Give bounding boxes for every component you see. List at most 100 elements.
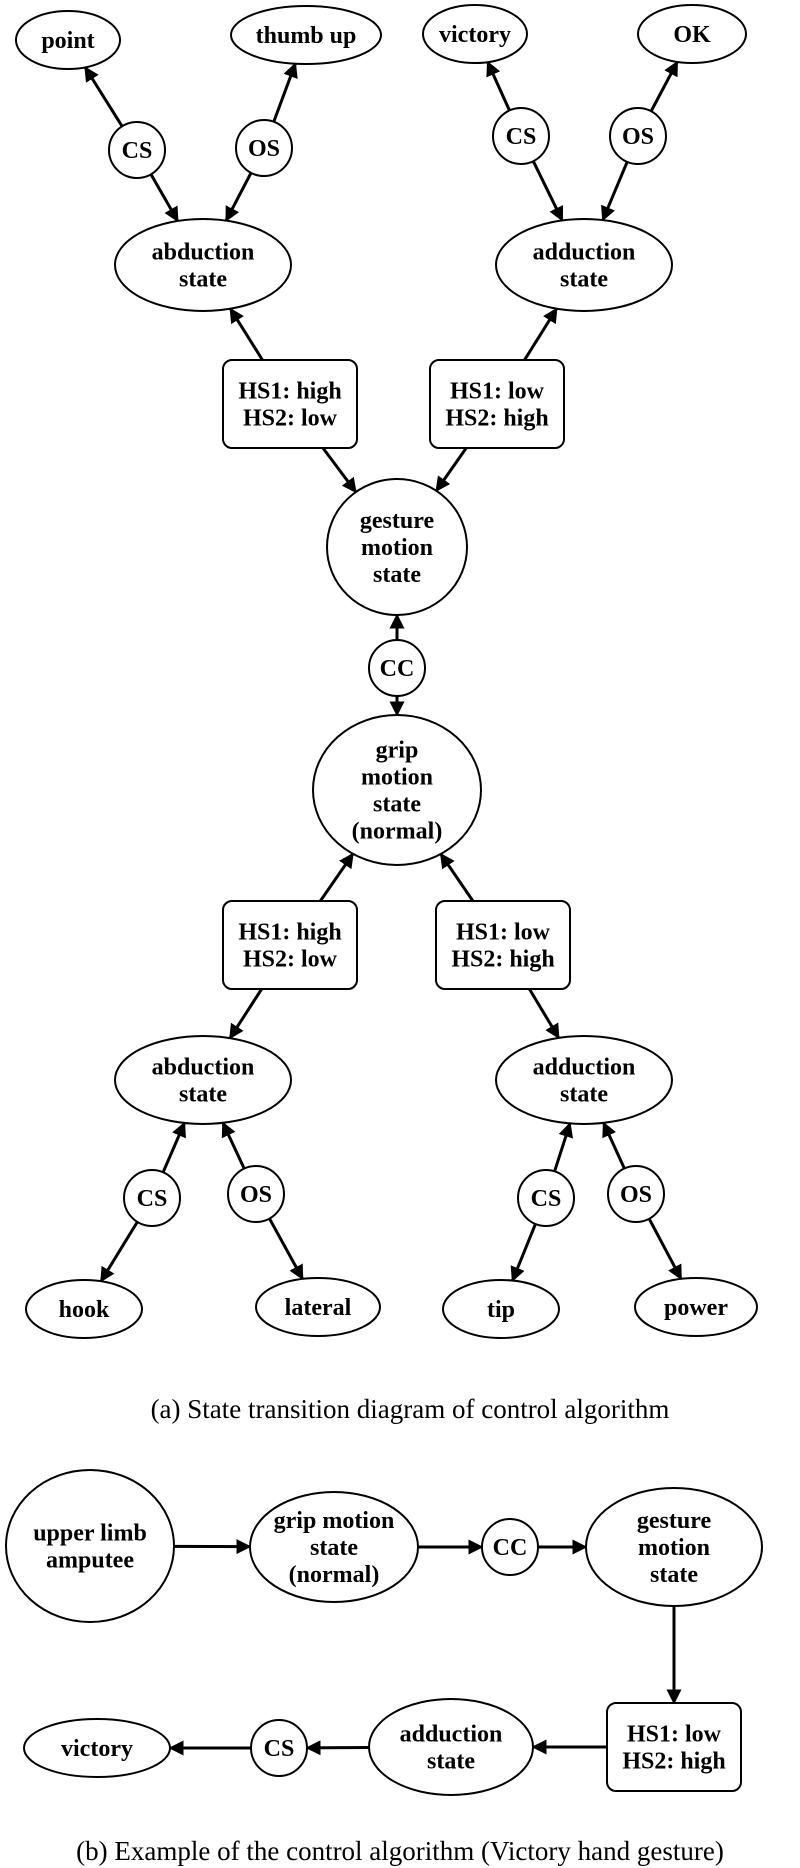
node-grip-motion-state-shape [249,1491,419,1603]
node-condition-label: HS2: high [445,406,548,432]
node-cs: CS [123,1169,181,1227]
node-victory-shape [422,4,528,64]
node-condition-shape [435,900,571,990]
node-grip-motion-state-label: (normal) [352,819,443,845]
node-cs: CS [492,107,550,165]
node-cs: CS [250,1719,308,1777]
node-point-shape [15,10,121,70]
node-tip: tip [442,1279,560,1339]
node-grip-motion-state-label: grip [376,738,419,764]
node-condition-label: HS1: high [238,920,341,946]
node-hook-label: hook [59,1297,110,1323]
transition-arrow [531,160,564,222]
node-cs-label: CS [531,1186,562,1212]
node-gesture-motion-state-label: gesture [360,508,435,534]
node-point-label: point [41,28,94,54]
node-grip-motion-state-label: state [310,1535,358,1561]
node-cc: CC [481,1518,539,1576]
node-lateral-label: lateral [285,1295,352,1321]
node-hook: hook [25,1279,143,1339]
transition-arrow [528,988,560,1040]
caption-a: (a) State transition diagram of control … [151,1394,670,1424]
node-power-label: power [664,1295,728,1321]
node-cs-shape [250,1719,308,1777]
node-grip-motion-state-shape [312,714,482,866]
node-os-shape [607,1165,665,1223]
node-victory-shape [23,1718,171,1778]
node-cs: CS [517,1169,575,1227]
node-os-shape [235,119,293,177]
node-os: OS [235,119,293,177]
node-grip-motion-state-label: (normal) [289,1562,380,1588]
node-cs: CS [108,121,166,179]
node-upper-limb-amputee-label: amputee [46,1548,134,1574]
transition-arrow [229,307,264,361]
transition-arrow [224,172,253,222]
node-os: OS [227,1165,285,1223]
node-lateral: lateral [255,1277,381,1337]
caption-b: (b) Example of the control algorithm (Vi… [76,1836,724,1866]
node-condition-label: HS1: high [238,379,341,405]
node-gesture-motion-state-label: gesture [637,1508,712,1534]
node-condition-label: HS2: low [243,947,338,973]
node-os-label: OS [622,124,654,150]
transition-arrow [649,60,679,112]
node-grip-motion-state-label: motion [361,765,433,791]
node-condition-shape [222,359,358,449]
node-grip-motion-state-label: state [373,792,421,818]
transition-arrow [486,60,511,112]
node-victory: victory [422,4,528,64]
node-os: OS [609,107,667,165]
node-gesture-motion-state-shape [326,478,468,616]
node-grip-motion-state-label: grip motion [274,1508,395,1534]
transition-arrow [319,852,355,902]
node-abduction-state-shape [114,1035,292,1125]
node-victory-label: victory [61,1736,133,1762]
node-hook-shape [25,1279,143,1339]
transition-arrow [601,161,629,222]
node-ok: OK [637,4,747,64]
node-abduction-state-label: abduction [152,1055,255,1081]
transition-arrow [439,852,475,902]
node-condition-shape [606,1702,742,1792]
node-lateral-shape [255,1277,381,1337]
node-condition-label: HS2: high [622,1749,725,1775]
node-condition-label: HS1: low [450,379,545,405]
node-os-shape [227,1165,285,1223]
transition-arrow [149,173,180,223]
transition-arrow [602,1121,626,1170]
node-abduction-state-shape [114,218,292,312]
transition-arrow [268,1217,304,1281]
node-upper-limb-amputee-shape [5,1469,175,1623]
node-cc-label: CC [493,1535,528,1561]
node-os-label: OS [620,1182,652,1208]
node-gesture-motion-state-label: state [650,1562,698,1588]
node-abduction-state-label: abduction [152,240,255,266]
node-adduction-state-label: adduction [533,1055,636,1081]
node-ok-label: OK [673,22,711,48]
node-condition-label: HS2: low [243,406,338,432]
node-victory-label: victory [439,22,511,48]
node-tip-label: tip [487,1297,515,1323]
node-adduction-state-label: state [560,267,608,293]
node-gesture-motion-state-label: motion [361,535,433,561]
node-adduction-state-label: adduction [533,240,636,266]
node-condition-shape [429,359,565,449]
node-condition-shape [222,900,358,990]
node-cc-shape [481,1518,539,1576]
transition-arrow [553,1122,574,1172]
node-condition-label: HS1: low [627,1722,722,1748]
node-os: OS [607,1165,665,1223]
transition-arrow [161,1121,186,1173]
node-cc: CC [368,639,426,697]
node-power-shape [634,1277,758,1337]
transition-arrow [321,447,358,494]
